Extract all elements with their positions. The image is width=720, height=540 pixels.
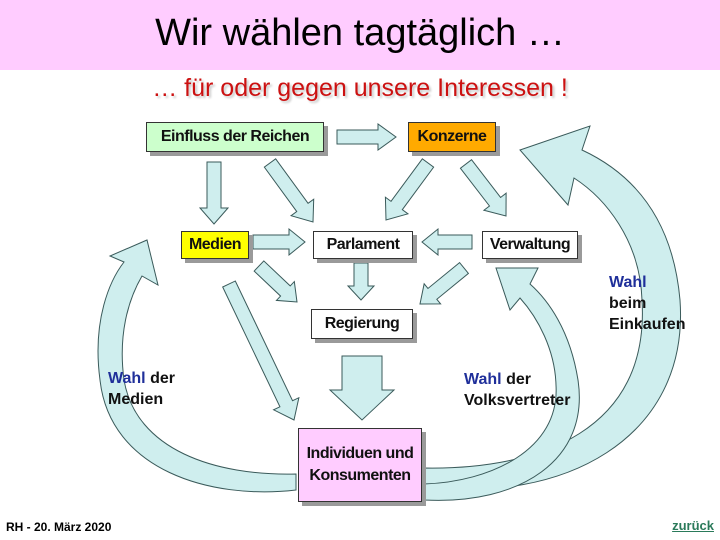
arrow-einfluss-to-medien (198, 161, 230, 225)
node-verwaltung: Verwaltung (482, 231, 578, 259)
node-label: Medien (188, 236, 242, 253)
wahl-keyword: Wahl (609, 274, 647, 291)
node-label: Parlament (326, 236, 400, 253)
node-label: Konzerne (417, 128, 487, 145)
arrow-medien-to-regierung (253, 260, 298, 303)
node-medien: Medien (181, 231, 249, 259)
arrow-medien-to-parlament (252, 227, 306, 257)
page-subtitle: … für oder gegen unsere Interessen ! (152, 74, 568, 102)
arrow-verwaltung-to-parlament (421, 227, 473, 257)
arrow-einfluss-to-parlament (263, 158, 315, 223)
label-text: Medien (108, 391, 164, 408)
label-text: beim (609, 295, 647, 312)
arrow-konzerne-to-verwaltung (459, 159, 507, 217)
label-wahl-der-medien: Wahl der Medien (108, 368, 175, 410)
arrow-medien-to-individuen (222, 280, 300, 421)
wahl-keyword: Wahl (464, 371, 502, 388)
footer-author-date: RH - 20. März 2020 (6, 520, 112, 534)
curved-arrow-volksvertreter (423, 267, 580, 501)
node-parlament: Parlament (313, 231, 413, 259)
node-individuen-und-konsumenten: Individuen und Konsumenten (298, 428, 422, 502)
curved-arrow-medien (97, 239, 297, 493)
arrow-regierung-to-individuen (328, 355, 396, 421)
node-label: Verwaltung (489, 236, 571, 253)
node-konzerne: Konzerne (408, 122, 496, 152)
label-text: Einkaufen (609, 316, 686, 333)
label-wahl-beim-einkaufen: Wahl beim Einkaufen (609, 272, 685, 335)
back-link[interactable]: zurück (672, 518, 714, 533)
node-label: Individuen und Konsumenten (306, 445, 414, 484)
node-label: Regierung (324, 315, 400, 332)
node-regierung: Regierung (311, 309, 413, 339)
label-text: Volksvertreter (464, 392, 571, 409)
flow-arrows (97, 123, 681, 501)
title-banner (0, 0, 720, 70)
node-einfluss-der-reichen: Einfluss der Reichen (146, 122, 324, 152)
label-wahl-der-volksvertreter: Wahl der Volksvertreter (464, 369, 570, 411)
wahl-keyword: Wahl (108, 370, 146, 387)
arrow-konzerne-to-parlament (384, 158, 435, 221)
page-title: Wir wählen tagtäglich … (155, 12, 565, 54)
curved-arrow-einkaufen (423, 125, 681, 490)
label-text: der (145, 370, 175, 387)
arrow-parlament-to-regierung (346, 262, 376, 301)
node-label: Einfluss der Reichen (160, 128, 310, 145)
label-text: der (501, 371, 531, 388)
arrow-einfluss-to-konzerne (336, 123, 397, 151)
arrow-verwaltung-to-regierung (419, 261, 470, 305)
